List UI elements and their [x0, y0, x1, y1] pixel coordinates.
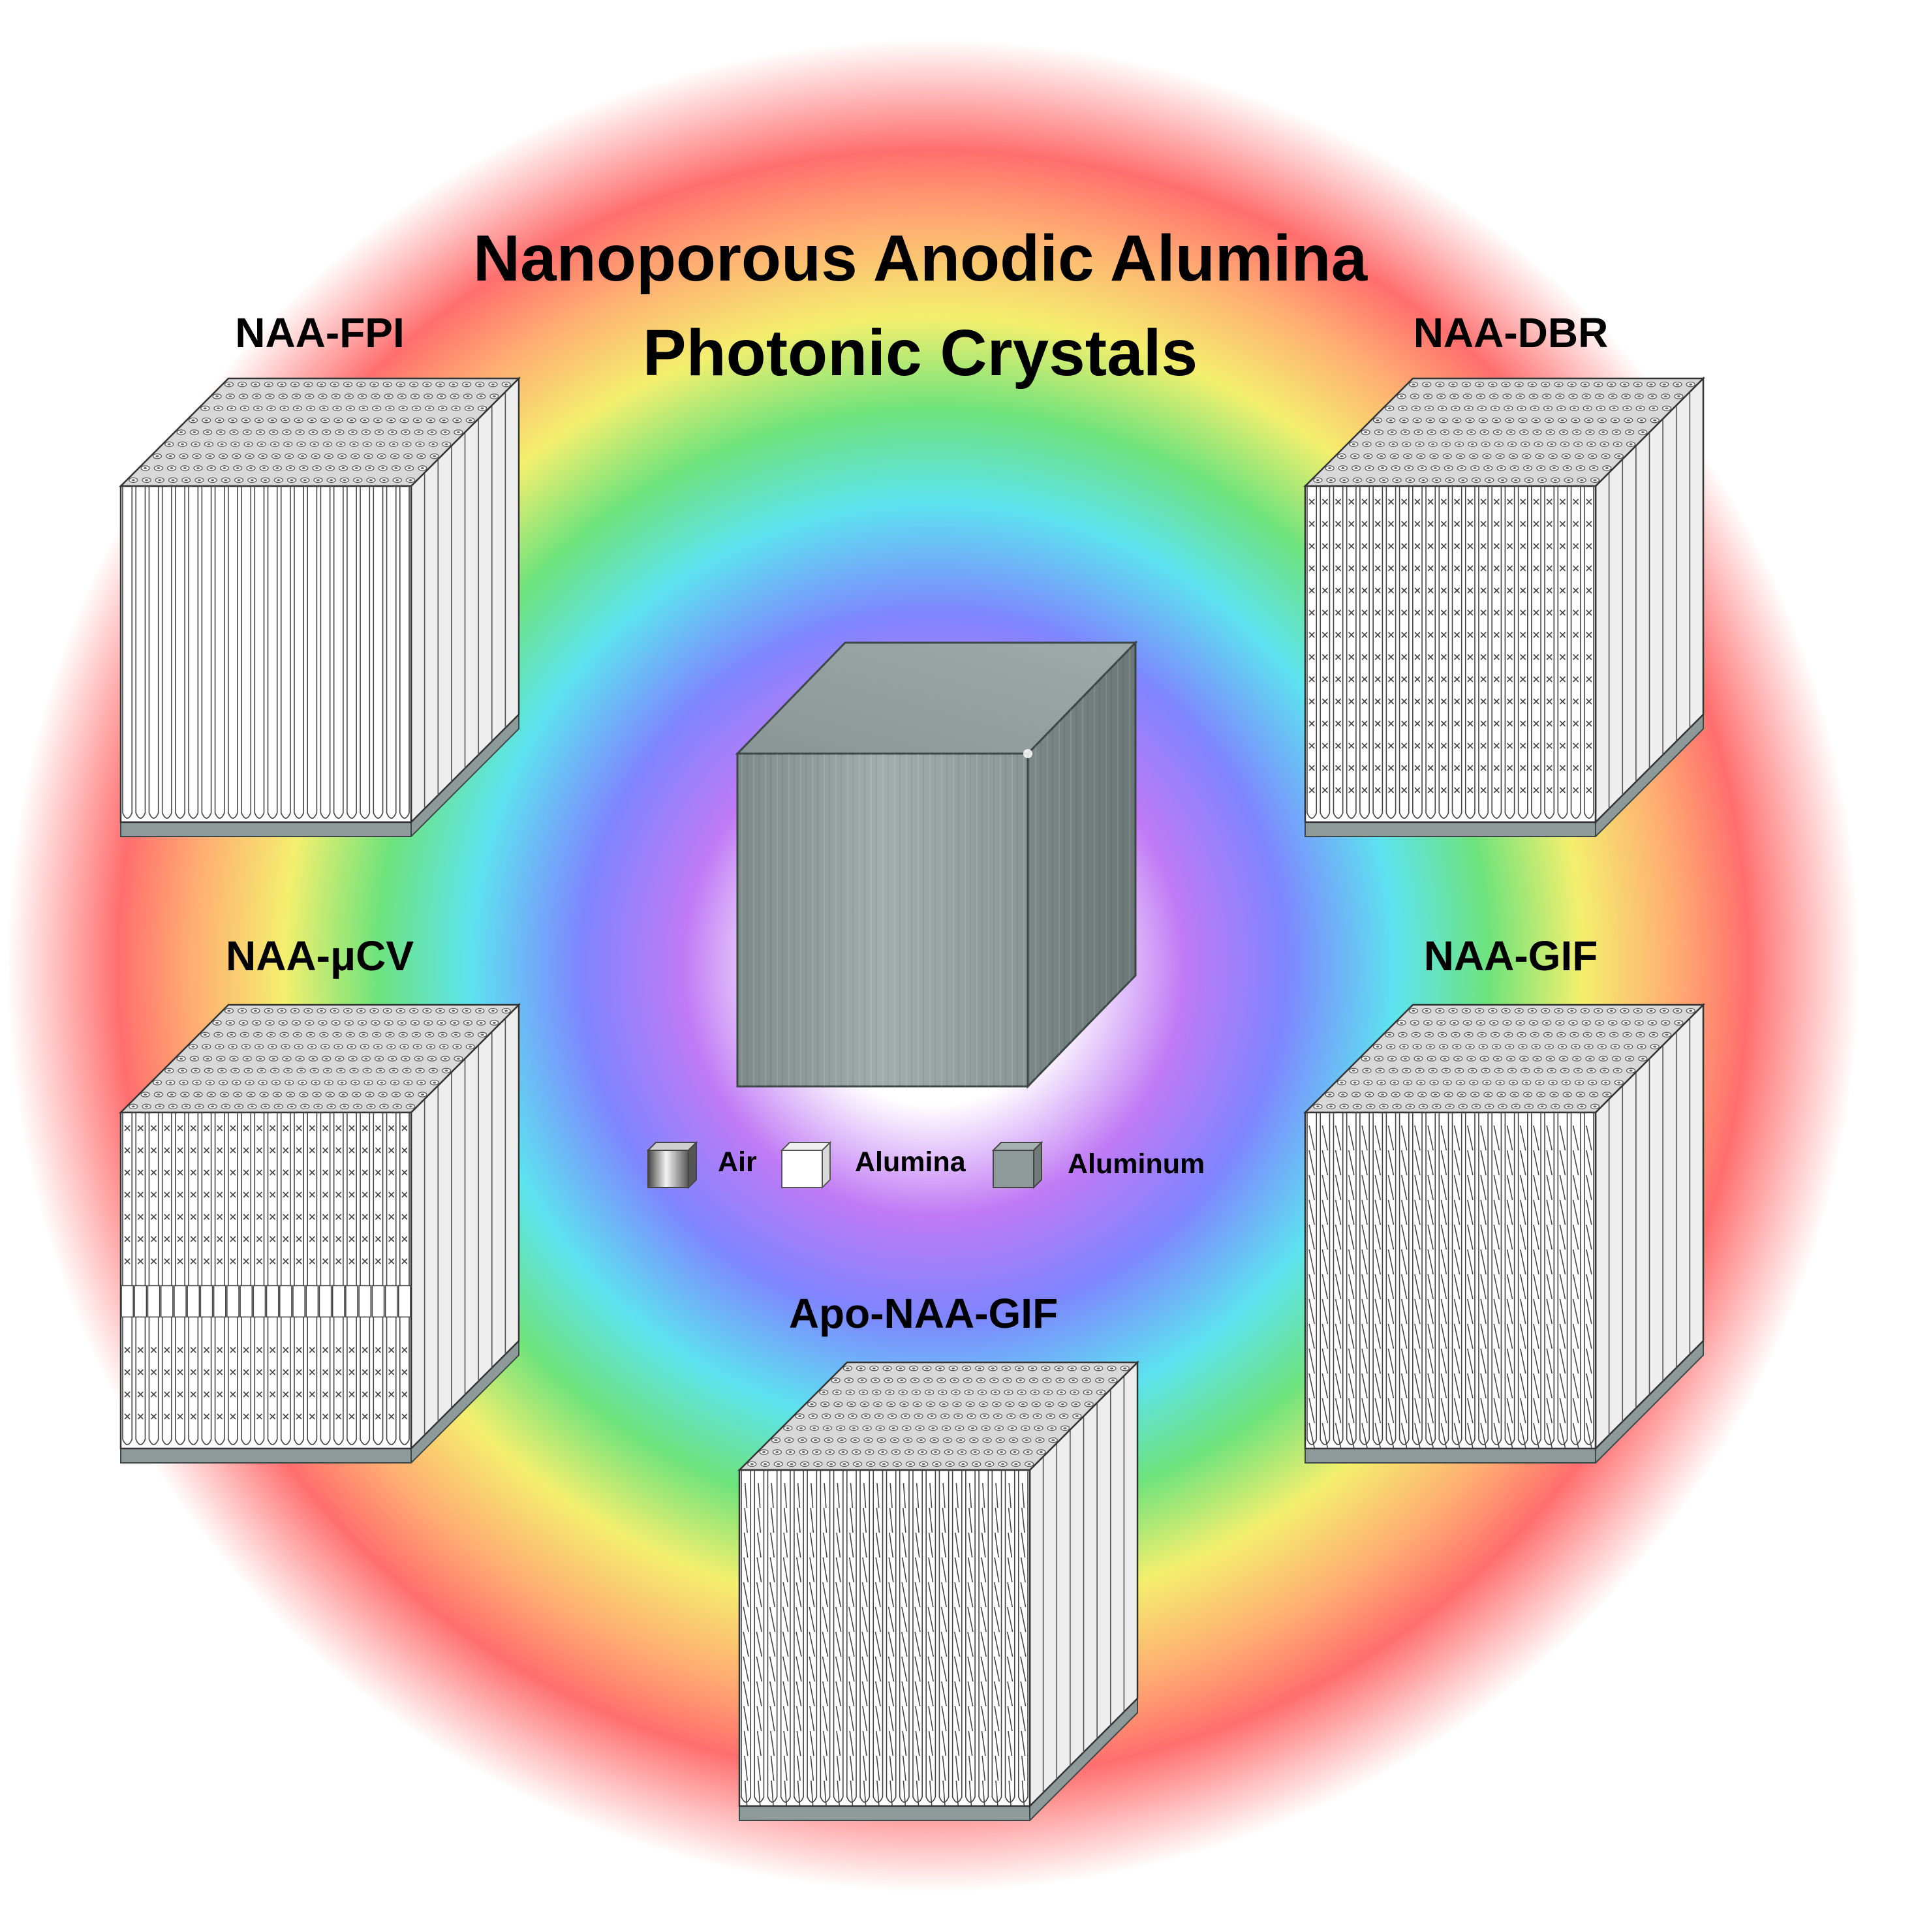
air-cube-icon: [646, 1141, 698, 1189]
naa-fpi-front-face: [119, 485, 412, 823]
label-naa-dbr: NAA-DBR: [1414, 309, 1609, 356]
title-line-1: Nanoporous Anodic Alumina: [473, 222, 1368, 295]
label-naa-fpi: NAA-FPI: [235, 309, 405, 356]
naa-dbr-front-face: [1304, 485, 1597, 823]
apo-naa-gif-cube: [737, 1360, 1140, 1821]
aluminum-cube-side-texture: [1028, 643, 1136, 1086]
naa-gif-cube: [1303, 1002, 1706, 1464]
legend-label-air: Air: [718, 1146, 757, 1178]
naa-gif-front-face: [1304, 1111, 1597, 1450]
naa-ucv-front-face: [119, 1111, 412, 1450]
alumina-cube-icon: [780, 1141, 832, 1189]
title-line-2: Photonic Crystals: [643, 316, 1198, 390]
naa-dbr-cube: [1303, 376, 1706, 837]
apo-naa-gif-front-face: [738, 1469, 1031, 1807]
label-naa-ucv: NAA-μCV: [226, 932, 414, 979]
aluminum-substrate-cube: [735, 640, 1138, 1089]
label-naa-gif: NAA-GIF: [1424, 932, 1598, 979]
aluminum-cube-icon: [991, 1141, 1043, 1189]
naa-fpi-cube: [118, 376, 521, 837]
aluminum-cube-front-texture: [737, 754, 1028, 1086]
naa-ucv-cube: [118, 1002, 521, 1464]
aluminum-cube-highlight: [1023, 749, 1032, 758]
label-apo-naa-gif: Apo-NAA-GIF: [789, 1290, 1058, 1337]
legend-label-aluminum: Aluminum: [1068, 1148, 1205, 1180]
legend-label-alumina: Alumina: [855, 1146, 966, 1178]
legend: Air Alumina Aluminum: [646, 1141, 1205, 1189]
